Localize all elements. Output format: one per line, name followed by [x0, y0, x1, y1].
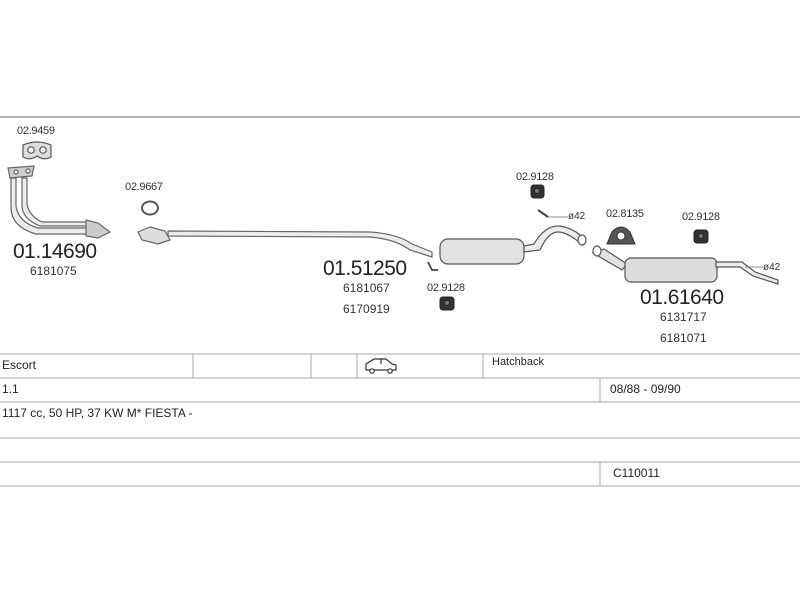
rubber-mount-icon [439, 296, 455, 311]
part-label-ring-gasket: 02.9667 [125, 181, 163, 193]
rubber-mount-icon [693, 229, 709, 244]
ring-gasket-icon [141, 200, 159, 216]
vehicle-model: Escort [2, 358, 37, 372]
rubber-mount-icon [530, 184, 545, 199]
oem-number: 6181071 [660, 331, 707, 345]
part-label-gasket: 02.9459 [17, 125, 55, 137]
gasket-icon [22, 141, 52, 160]
part-number-middle-silencer: 01.51250 [323, 257, 407, 280]
vehicle-body-type: Hatchback [492, 356, 544, 368]
part-number-front-pipe: 01.14690 [13, 240, 97, 263]
oem-number: 6131717 [660, 310, 707, 324]
oem-number: 6170919 [343, 302, 390, 316]
diameter-label: ø42 [763, 262, 781, 273]
oem-number: 6181067 [343, 281, 390, 295]
middle-silencer [439, 225, 587, 265]
part-label-mount: 02.9128 [682, 211, 720, 223]
vehicle-description: 1117 cc, 50 HP, 37 KW M* FIESTA - [2, 406, 193, 420]
catalog-number: C110011 [613, 466, 660, 480]
middle-pipe [137, 226, 433, 258]
rear-silencer [591, 245, 779, 285]
hanger-hook [427, 261, 438, 271]
part-label-clamp: 02.8135 [606, 208, 644, 220]
front-pipe [7, 165, 112, 239]
vehicle-years: 08/88 - 09/90 [610, 382, 681, 396]
hatchback-car-icon [365, 358, 397, 374]
part-number-rear-silencer: 01.61640 [640, 286, 724, 309]
part-label-mount: 02.9128 [516, 171, 554, 183]
clamp-icon [606, 226, 636, 245]
oem-number: 6181075 [30, 264, 77, 278]
diameter-label: ø42 [568, 211, 586, 222]
vehicle-engine: 1.1 [2, 382, 19, 396]
part-label-mount: 02.9128 [427, 282, 465, 294]
mount-bracket [537, 209, 549, 218]
